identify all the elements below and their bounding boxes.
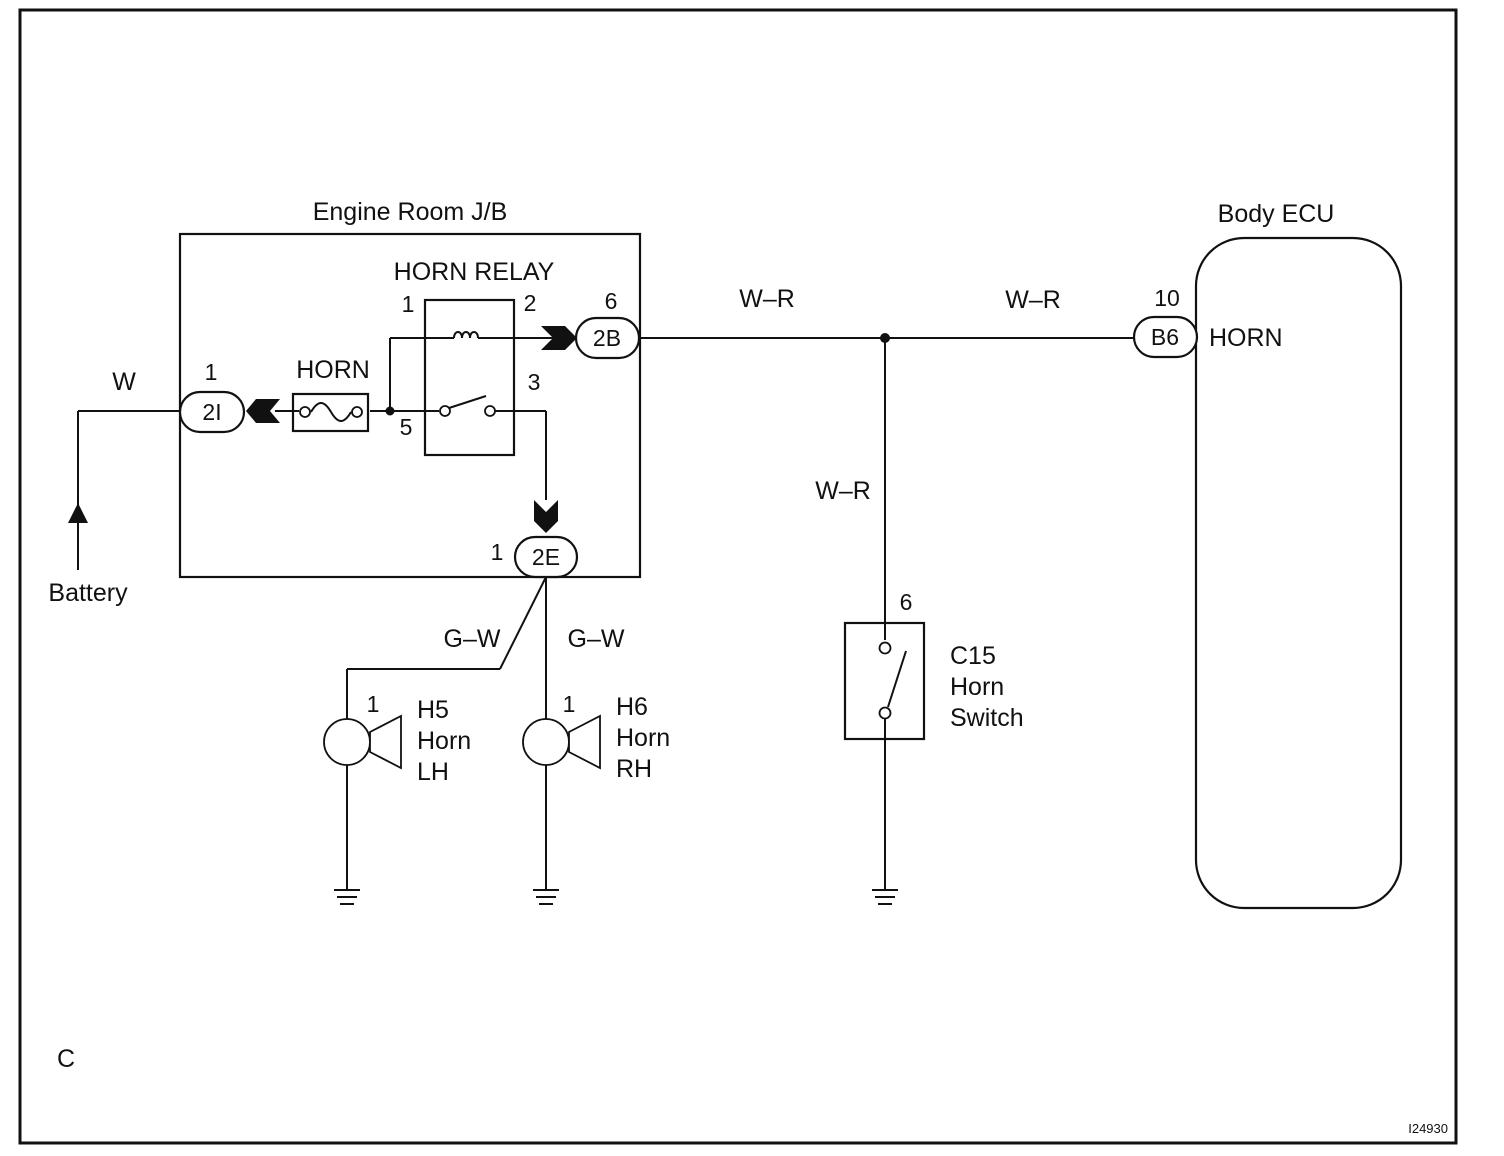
relay-pin-3: 3: [528, 369, 541, 395]
horn-feed-wires: [346, 576, 547, 720]
connector-2b-pin: 6: [605, 288, 618, 314]
relay-coil: [453, 331, 479, 339]
relay-contact: [370, 395, 547, 500]
battery-arrow: [68, 503, 88, 523]
horn-rh-icon: [522, 714, 601, 770]
horn-lh-name-1: Horn: [417, 727, 471, 755]
battery-wire-color: W: [112, 368, 136, 396]
horn-rh-name-1: Horn: [616, 724, 670, 752]
horn-rh-pin: 1: [563, 691, 576, 717]
horn-rh-code: H6: [616, 693, 648, 721]
ecu-horn-terminal-label: HORN: [1209, 324, 1283, 352]
connector-2b-terminal: [541, 326, 577, 350]
connector-2i-code: 2I: [202, 399, 221, 425]
ground-symbol-switch: [872, 889, 898, 905]
horn-rh-name-2: RH: [616, 755, 652, 783]
body-ecu: [1194, 236, 1403, 910]
horn-lh-icon: [323, 714, 402, 770]
wire-color-junction-to-ecu: W–R: [1005, 286, 1061, 314]
corner-letter: C: [57, 1045, 75, 1073]
wire-color-to-horn-lh: G–W: [444, 625, 501, 653]
horn-fuse-label: HORN: [296, 356, 370, 384]
horn-switch-name-1: Horn: [950, 673, 1004, 701]
horn-lh-pin: 1: [367, 691, 380, 717]
w-r-wires: [639, 337, 1134, 640]
connector-b6: [1132, 315, 1199, 359]
connector-b6-pin: 10: [1154, 285, 1180, 311]
relay-pin-5: 5: [400, 414, 413, 440]
wire-color-junction-to-switch: W–R: [815, 477, 871, 505]
connector-b6-code: B6: [1151, 324, 1179, 350]
horn-switch-contact-top: [878, 641, 892, 655]
relay-junction-dot: [385, 406, 395, 416]
horn-lh-code: H5: [417, 696, 449, 724]
connector-2i-pin: 1: [205, 359, 218, 385]
horn-relay-label: HORN RELAY: [394, 258, 555, 286]
connector-2e-terminal: [534, 500, 558, 533]
horn-relay: [423, 298, 516, 457]
horn-switch-lever: [887, 650, 907, 708]
horn-switch-contact-bottom: [878, 706, 892, 720]
relay-coil-circuit: [389, 331, 556, 411]
junction-box-title: Engine Room J/B: [313, 198, 508, 226]
ground-symbol-horn-lh: [334, 889, 360, 905]
connector-2e-code: 2E: [532, 544, 560, 570]
battery-wire: [77, 410, 180, 570]
horn-lh-name-2: LH: [417, 758, 449, 786]
horn-fuse: [291, 392, 370, 433]
horn-switch-code: C15: [950, 642, 996, 670]
wire-color-to-horn-rh: G–W: [568, 625, 625, 653]
splice-dot: [880, 333, 890, 343]
connector-2i-terminal: [246, 399, 280, 423]
horn-switch-name-2: Switch: [950, 704, 1024, 732]
body-ecu-label: Body ECU: [1218, 200, 1335, 228]
relay-pin-1: 1: [402, 291, 415, 317]
diagram-frame: [18, 8, 1458, 1145]
connector-2b-code: 2B: [593, 325, 621, 351]
relay-pin-2: 2: [524, 290, 537, 316]
connector-2e-pin: 1: [491, 539, 504, 565]
figure-code: I24930: [1408, 1121, 1448, 1136]
ground-symbol-horn-rh: [533, 889, 559, 905]
horn-switch-pin: 6: [900, 589, 913, 615]
battery-label: Battery: [48, 579, 128, 607]
wire-color-relay-to-junction: W–R: [739, 285, 795, 313]
